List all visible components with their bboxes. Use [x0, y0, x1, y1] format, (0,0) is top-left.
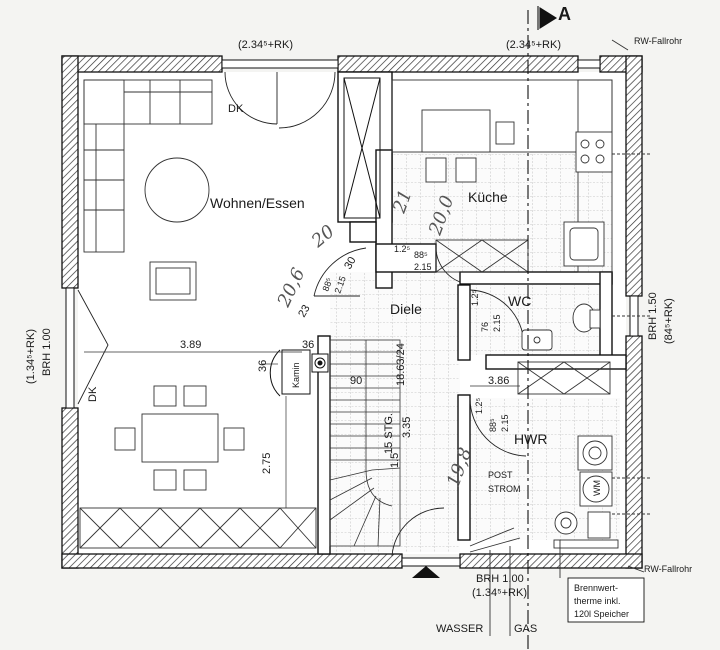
door-hwr-a: 1.2⁵ — [474, 397, 484, 414]
label-rw-top: RW-Fallrohr — [634, 36, 682, 46]
dim-stair-end: 1.5 — [389, 453, 401, 468]
label-strom: STROM — [488, 484, 521, 494]
dim-36a: 36 — [257, 360, 269, 372]
dim-kitchen-12: 1.2⁵ — [394, 244, 411, 254]
label-gas: GAS — [514, 623, 537, 635]
boiler-note-line3: 120l Speicher — [574, 609, 629, 619]
dim-36b: 36 — [302, 339, 314, 351]
dim-top-left: (2.34⁵+RK) — [238, 39, 293, 51]
boiler-note-box — [567, 577, 645, 623]
section-line — [527, 6, 558, 650]
label-kamin: Kamin — [291, 362, 301, 388]
room-label-wc: WC — [508, 293, 531, 309]
door-hwr-height: 2.15 — [500, 414, 510, 432]
dim-bottom-2: (1.34⁵+RK) — [472, 587, 527, 599]
dim-stair-width: 90 — [350, 375, 362, 387]
room-label-diele: Diele — [390, 301, 422, 317]
door-kitchen-width: 88⁵ — [414, 250, 428, 260]
door-hwr-width: 88⁵ — [488, 418, 498, 432]
armchair — [149, 261, 197, 301]
staircase — [329, 339, 401, 547]
dim-hwr-width: 3.86 — [488, 375, 509, 387]
room-label-kueche: Küche — [468, 189, 508, 205]
door-wc-width: 76 — [480, 322, 490, 332]
door-wc-height: 2.15 — [492, 314, 502, 332]
door-kitchen-height: 2.15 — [414, 262, 432, 272]
sofa — [83, 79, 213, 253]
door-wc-a: 1.2⁵ — [470, 289, 480, 306]
label-rw-bottom: RW-Fallrohr — [644, 564, 692, 574]
kitchen-units — [391, 79, 613, 273]
label-dk-top: DK — [228, 103, 244, 115]
dim-30: 30 — [342, 255, 359, 272]
dim-stair-ratio: 18.63/24 — [395, 343, 407, 386]
dim-stair-steps: 15 STG. — [383, 413, 395, 454]
dim-living-width: 3.89 — [180, 339, 201, 351]
dim-left-side-2: BRH 1.00 — [41, 328, 53, 376]
dim-stair-run: 3.35 — [401, 417, 413, 438]
wc-fixtures — [521, 303, 601, 351]
sideboard — [79, 507, 317, 549]
entrance-arrow — [412, 566, 440, 578]
dim-23: 23 — [296, 303, 313, 320]
room-label-wohnen: Wohnen/Essen — [210, 195, 305, 211]
dimension-lines — [84, 351, 520, 508]
round-table — [144, 157, 210, 223]
dim-bottom-1: BRH 1.00 — [476, 573, 524, 585]
dim-top-right: (2.34⁵+RK) — [506, 39, 561, 51]
hwr-fixtures — [517, 361, 619, 549]
dim-dining-height: 2.75 — [261, 453, 273, 474]
room-label-hwr: HWR — [514, 431, 547, 447]
fireplace — [269, 349, 329, 397]
label-post: POST — [488, 470, 513, 480]
closet — [343, 77, 381, 219]
utility-lines — [469, 39, 652, 636]
dim-right-side-2: (84⁵+RK) — [663, 298, 675, 344]
label-dk-left: DK — [87, 386, 99, 402]
dim-right-side-1: BRH 1.50 — [647, 292, 659, 340]
dim-left-side-1: (1.34⁵+RK) — [25, 329, 37, 384]
boiler-note-line2: therme inkl. — [574, 596, 621, 606]
section-marker: A — [558, 4, 571, 24]
dining-table — [114, 385, 245, 491]
door-living-width: 88⁵ — [320, 276, 334, 293]
boiler-note-line1: Brennwert- — [574, 583, 618, 593]
door-swings-terrace — [77, 71, 336, 405]
label-wasser: WASSER — [436, 623, 483, 635]
label-wm: WM — [592, 480, 602, 496]
